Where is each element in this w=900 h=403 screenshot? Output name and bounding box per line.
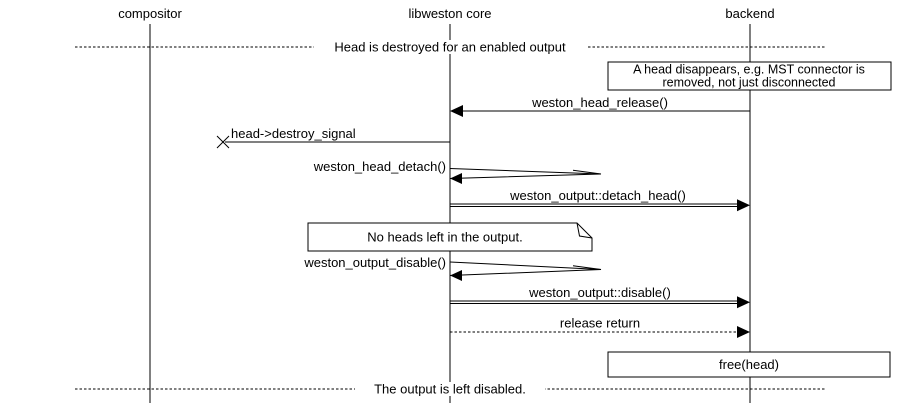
self-call-arc-head-detach: [449, 168, 602, 179]
self-call-spike-head-detach: [572, 169, 602, 175]
note-no-heads-text: No heads left in the output.: [367, 230, 522, 245]
arrowhead-right-release-return: [737, 326, 750, 338]
divider-label-top: Head is destroyed for an enabled output: [334, 40, 566, 55]
action-box-free-head: [607, 351, 891, 378]
note-head-disappears-line2: removed, not just disconnected: [662, 76, 835, 90]
message-label-release-return: release return: [560, 316, 640, 331]
note-no-heads-fold: [576, 222, 593, 239]
participant-label-compositor: compositor: [118, 6, 182, 21]
divider-label-bg-bottom: [355, 382, 545, 396]
participant-label-backend: backend: [725, 6, 774, 21]
note-head-disappears-box: [607, 61, 892, 91]
arrowhead-right-output-disable-call: [737, 296, 750, 309]
self-call-arc-output-disable: [449, 261, 602, 276]
arrowhead-left-head-detach: [450, 173, 462, 184]
participant-label-libweston-core: libweston core: [408, 6, 491, 21]
arrowhead-right-detach-head: [737, 199, 750, 212]
message-label-head-detach: weston_head_detach(): [313, 159, 446, 174]
arrowhead-left-output-disable: [450, 270, 462, 281]
message-label-detach-head: weston_output::detach_head(): [509, 188, 686, 203]
note-head-disappears-line1: A head disappears, e.g. MST connector is: [633, 63, 865, 77]
arrowhead-left-head-release: [450, 105, 463, 117]
message-label-output-disable-call: weston_output::disable(): [528, 285, 671, 300]
message-label-destroy-signal: head->destroy_signal: [231, 126, 356, 141]
divider-label-bg-top: [314, 40, 586, 54]
self-call-spike-output-disable: [572, 265, 602, 270]
divider-label-bottom: The output is left disabled.: [374, 382, 526, 397]
action-label-free-head: free(head): [719, 357, 779, 372]
message-label-output-disable: weston_output_disable(): [303, 255, 446, 270]
note-no-heads-box: [307, 222, 593, 252]
message-label-head-release: weston_head_release(): [531, 95, 668, 110]
lost-message-x-stroke2: [216, 135, 230, 149]
